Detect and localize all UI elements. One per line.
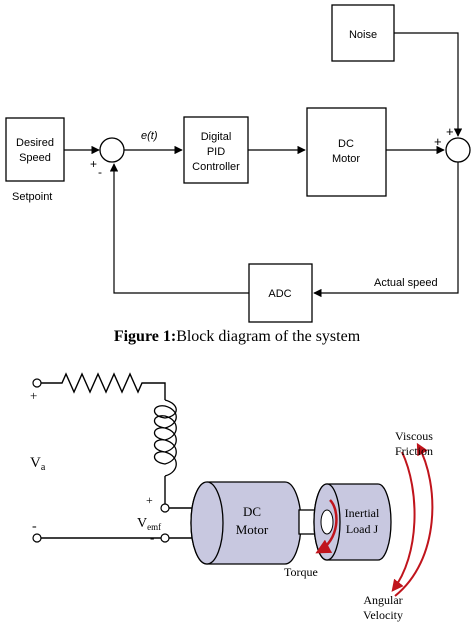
dc-motor-cylinder: DC Motor [190,481,302,565]
sum1-minus-sign: - [98,165,102,179]
error-signal-label: e(t) [141,130,158,142]
torque-arrow [315,499,338,554]
viscous-friction-arrow [394,442,434,597]
setpoint-label: Setpoint [12,191,52,203]
desired-speed-line2: Speed [19,152,51,164]
figure-caption-text: Block diagram of the system [176,328,361,345]
actual-speed-label: Actual speed [374,277,438,289]
noise-block: Noise [331,4,395,62]
figure-caption: Figure 1:Block diagram of the system [0,328,474,346]
figure-caption-prefix: Figure 1: [113,328,177,345]
vemf-label: Vemf [137,516,161,532]
pid-line3: Controller [192,161,240,173]
torque-label: Torque [284,565,318,579]
inertial-load-cylinder: Inertial Load J [313,483,392,561]
motor-label-line1: DC [243,504,261,519]
sum1-plus-sign: + [90,157,97,171]
vemf-minus-sign: - [150,530,154,545]
angular-label-line2: Velocity [363,608,403,622]
viscous-label-line2: Friction [395,444,433,458]
feedback-line-to-adc [313,162,459,298]
sum2-plus-left-sign: + [434,134,442,149]
pid-line2: PID [207,146,225,158]
feedback-line-to-sum1 [109,163,249,294]
motor-circuit: + - Va + Vemf - DC Motor [30,372,434,622]
load-label-line1: Inertial [345,506,380,520]
summing-junction-2 [445,137,471,163]
resistor-wire [41,372,166,400]
desired-speed-line1: Desired [16,137,54,149]
dc-motor-block: DC Motor [306,107,387,197]
dc-motor-line2: Motor [332,153,360,165]
va-label: Va [30,455,46,473]
desired-speed-block: Desired Speed [5,117,65,182]
inductor-coil [153,399,177,477]
block-diagram: Desired Speed Setpoint + - e(t) Digital … [5,4,471,323]
arrow-noise-to-sum [394,32,463,137]
load-label-line2: Load J [346,522,379,536]
pid-line1: Digital [201,131,232,143]
angular-label-line1: Angular [363,593,402,607]
sum2-plus-top-sign: + [446,124,454,139]
terminal-minus-sign: - [32,519,37,534]
viscous-label-line1: Viscous [395,429,433,443]
motor-label-line2: Motor [236,522,269,537]
dc-motor-line1: DC [338,138,354,150]
vemf-plus-sign: + [146,493,153,507]
motor-terminal-minus [160,533,170,543]
terminal-positive [32,378,42,388]
angular-velocity-arrow [391,451,416,592]
noise-label: Noise [349,29,377,41]
adc-block: ADC [248,263,313,323]
terminal-plus-sign: + [30,388,37,403]
adc-label: ADC [268,288,291,300]
motor-terminal-plus [160,503,170,513]
pid-controller-block: Digital PID Controller [183,116,249,184]
summing-junction-1 [99,137,125,163]
terminal-negative [32,533,42,543]
